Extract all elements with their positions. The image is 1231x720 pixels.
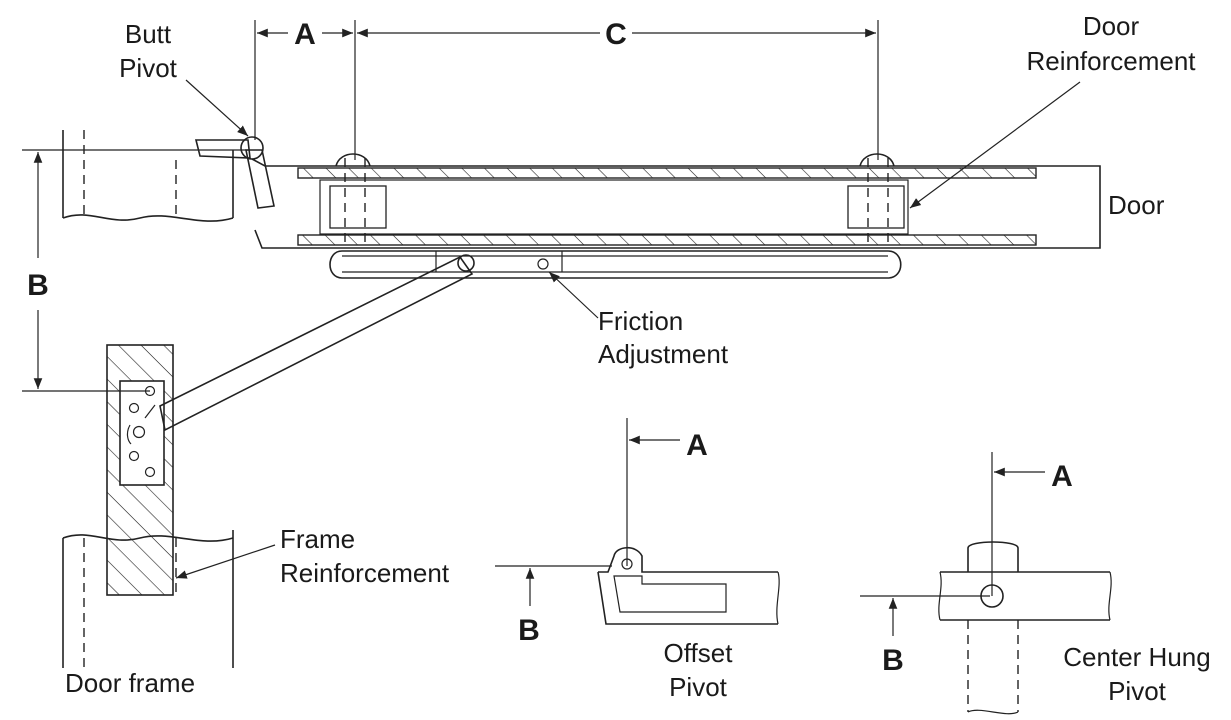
frame-reinforcement [106,344,174,596]
butt-pivot-label-1: Butt [125,19,172,49]
holder-arm [159,254,475,432]
door-section [251,153,1101,249]
holder-channel [329,250,902,279]
door-frame-label: Door frame [65,668,195,698]
frame-reinforcement-leader [175,544,276,579]
friction-adjustment-leader [548,271,599,319]
door-label: Door [1108,190,1165,220]
center-a-label: A [1051,460,1073,493]
offset-a-label: A [686,429,708,462]
offset-pivot-detail [495,418,780,625]
dimension-b-label: B [27,269,49,302]
dimension-c-label: C [605,18,627,51]
offset-pivot-label-1: Offset [664,638,734,668]
friction-adjustment-label-2: Adjustment [598,339,729,369]
dimension-a-label: A [294,18,316,51]
center-b-label: B [882,644,904,677]
dimension-b [22,149,250,392]
door-reinforcement-leader [909,81,1081,209]
door-reinforcement-label-2: Reinforcement [1026,46,1196,76]
center-hung-pivot-label-2: Pivot [1108,676,1167,706]
butt-pivot-leader [185,79,249,137]
frame-reinforcement-label-1: Frame [280,524,355,554]
frame-reinforcement-label-2: Reinforcement [280,558,450,588]
door-reinforcement-label-1: Door [1083,11,1140,41]
offset-b-label: B [518,614,540,647]
butt-pivot [194,136,275,209]
center-hung-pivot-detail [860,452,1112,715]
offset-pivot-label-2: Pivot [669,672,728,702]
dimension-a-c [254,20,879,160]
butt-pivot-label-2: Pivot [119,53,178,83]
friction-adjustment-label-1: Friction [598,306,683,336]
center-hung-pivot-label-1: Center Hung [1063,642,1210,672]
